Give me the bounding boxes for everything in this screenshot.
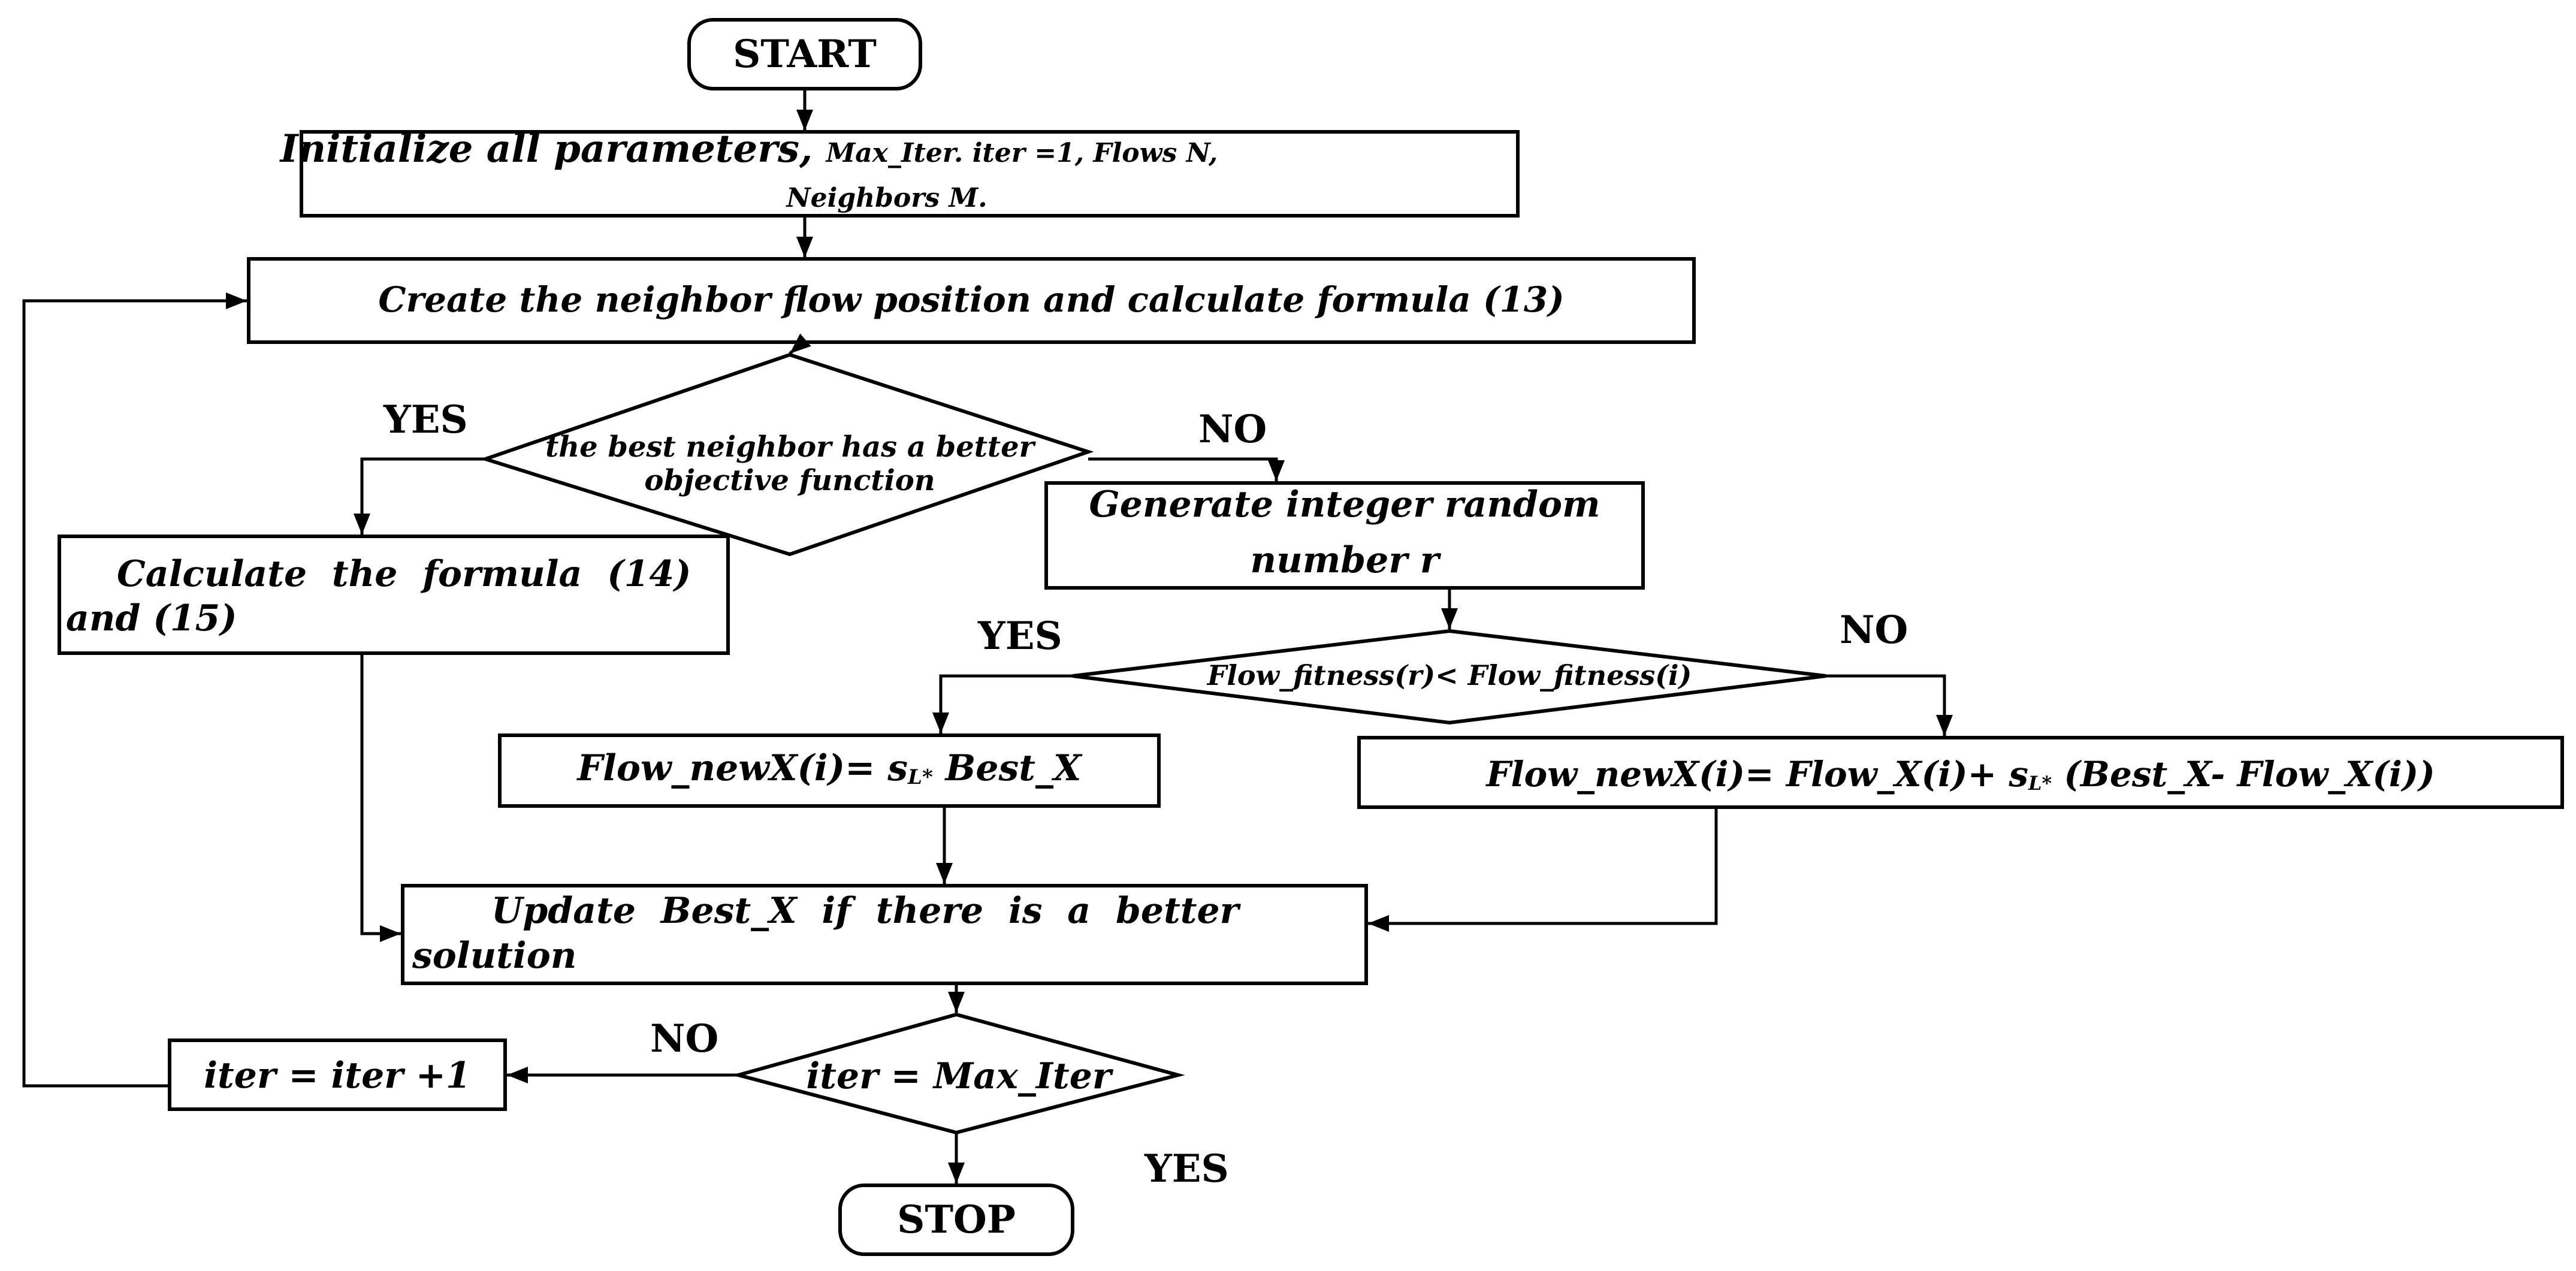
init-label-line2: Neighbors M. (785, 183, 987, 213)
edge-label-yes-2: YES (977, 614, 1062, 659)
decision-better-neighbor (479, 352, 1094, 557)
new2-label: Flow_newX(i)= Flow_X(i)+ sL* (Best_X- Fl… (1485, 754, 2435, 795)
edge-label-no-3: NO (650, 1016, 718, 1061)
stop-label: STOP (897, 1197, 1016, 1242)
decision3-label: iter = Max_Iter (807, 1055, 1114, 1097)
arrow-decision1-no (1088, 457, 1285, 481)
new2-label-suffix: (Best_X- Flow_X(i)) (2052, 754, 2435, 795)
arrow-decision1-yes (354, 457, 485, 535)
arrow-create-to-decision1 (789, 333, 811, 355)
new2-label-prefix: Flow_newX(i)= Flow_X(i)+ s (1485, 754, 2028, 795)
edge-label-yes-3: YES (1144, 1146, 1229, 1191)
increment-label: iter = iter +1 (204, 1055, 471, 1097)
update-label-line2: solution (412, 935, 576, 977)
new1-label-sub: L* (907, 765, 933, 789)
new-position-left-box (498, 733, 1161, 808)
start-label: START (733, 32, 877, 77)
arrow-decision2-no (1826, 674, 1953, 736)
generate-label-line2: number r (1251, 539, 1442, 581)
edge-label-no-1: NO (1198, 407, 1267, 452)
init-label-line1: Initialize all parameters, Max_Iter. ite… (279, 126, 1218, 171)
decision1-label-line2: objective function (644, 464, 935, 497)
stop-terminal (838, 1184, 1074, 1256)
arrow-decision2-yes (932, 674, 1073, 733)
calc-label-line2: and (15) (66, 597, 237, 639)
generate-label-line1: Generate integer random (1089, 484, 1600, 526)
increment-iter-box (168, 1038, 507, 1111)
init-label-main: Initialize all parameters, (279, 126, 813, 171)
new1-label-prefix: Flow_newX(i)= s (576, 747, 908, 789)
new-position-right-box (1357, 736, 2564, 809)
decision1-label-line1: the best neighbor has a better (545, 430, 1037, 464)
edge-label-no-2: NO (1840, 608, 1908, 653)
new1-label-suffix: Best_X (933, 747, 1083, 789)
arrow-loop-back (22, 292, 247, 1088)
edge-label-yes-1: YES (383, 397, 468, 442)
calc-label-line1: Calculate the formula (14) (117, 553, 691, 595)
decision-fitness-compare (1072, 629, 1826, 725)
update-label-line1: Update Best_X if there is a better (491, 890, 1242, 932)
update-best-box (401, 884, 1368, 985)
generate-random-box (1044, 481, 1645, 590)
create-label: Create the neighbor flow position and ca… (378, 279, 1564, 320)
create-process-box (247, 257, 1696, 344)
init-process-box (300, 130, 1520, 218)
arrow-right-to-update (1368, 807, 1718, 932)
init-label-params: Max_Iter. iter =1, Flows N, (825, 138, 1218, 168)
new1-label: Flow_newX(i)= sL* Best_X (576, 747, 1083, 789)
calc-formula-box (58, 535, 730, 655)
decision2-label: Flow_fitness(r)< Flow_fitness(i) (1206, 659, 1692, 692)
new2-label-sub: L* (2028, 772, 2052, 795)
arrow-calc-to-update (360, 653, 401, 942)
